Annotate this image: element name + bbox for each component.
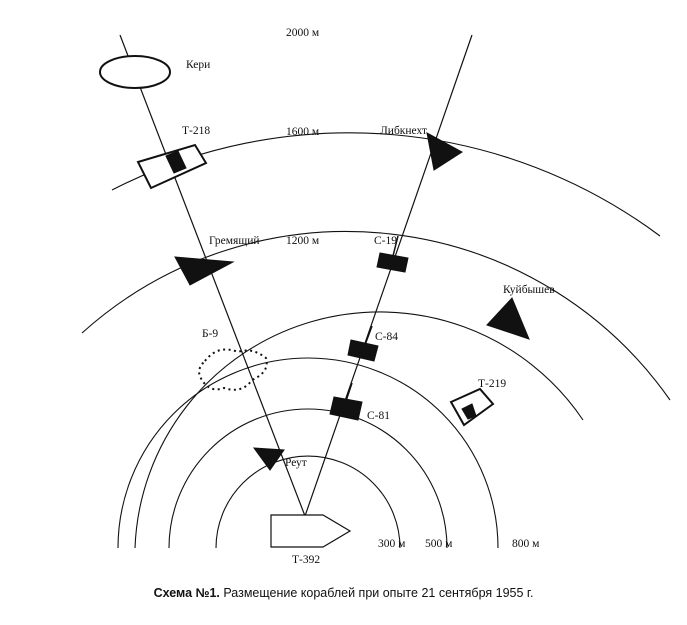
label-1200m: 1200 м <box>286 235 320 247</box>
ship-b9-marker <box>198 348 268 391</box>
label-s81: С-81 <box>367 410 390 422</box>
ship-reut-marker <box>252 447 285 471</box>
ship-t219-marker <box>449 387 495 427</box>
caption-text: Размещение кораблей при опыте 21 сентябр… <box>223 586 534 600</box>
ship-gremyashchiy-marker <box>174 256 235 286</box>
label-t218: Т-218 <box>182 125 210 137</box>
label-1600m: 1600 м <box>286 126 320 138</box>
label-s84: С-84 <box>375 331 398 343</box>
arc-800m <box>117 357 499 549</box>
track-left <box>119 34 306 517</box>
label-kuybyshev: Куйбышев <box>503 284 555 296</box>
ship-s84-marker <box>347 325 379 362</box>
ship-kuybyshev-marker <box>486 297 530 340</box>
ship-liebknecht-marker <box>426 132 463 171</box>
arc-300m <box>215 455 401 549</box>
figure-caption: Схема №1. Размещение кораблей при опыте … <box>0 586 687 600</box>
arc-outer-1 <box>134 311 584 549</box>
label-2000m: 2000 м <box>286 27 320 39</box>
label-300m: 300 м <box>378 538 406 550</box>
arc-1200m <box>81 230 671 401</box>
ship-t392-marker <box>270 514 352 548</box>
ship-keri-marker <box>99 55 171 89</box>
label-s19: С-19 <box>374 235 397 247</box>
ship-s81-marker <box>329 382 363 421</box>
label-liebknecht: Либкнехт <box>380 125 427 137</box>
ship-t218-marker <box>136 143 208 190</box>
track-right <box>304 34 473 517</box>
label-keri: Кери <box>186 59 210 71</box>
label-t219: Т-219 <box>478 378 506 390</box>
label-gremyashchiy: Гремящий <box>209 235 260 247</box>
ship-s19-marker <box>376 235 409 273</box>
arc-500m <box>168 408 448 549</box>
label-b9: Б-9 <box>202 328 218 340</box>
caption-number: Схема №1. <box>153 586 220 600</box>
label-reut: Реут <box>285 457 307 469</box>
label-t392: Т-392 <box>292 554 320 566</box>
label-500m: 500 м <box>425 538 453 550</box>
label-800m: 800 м <box>512 538 540 550</box>
